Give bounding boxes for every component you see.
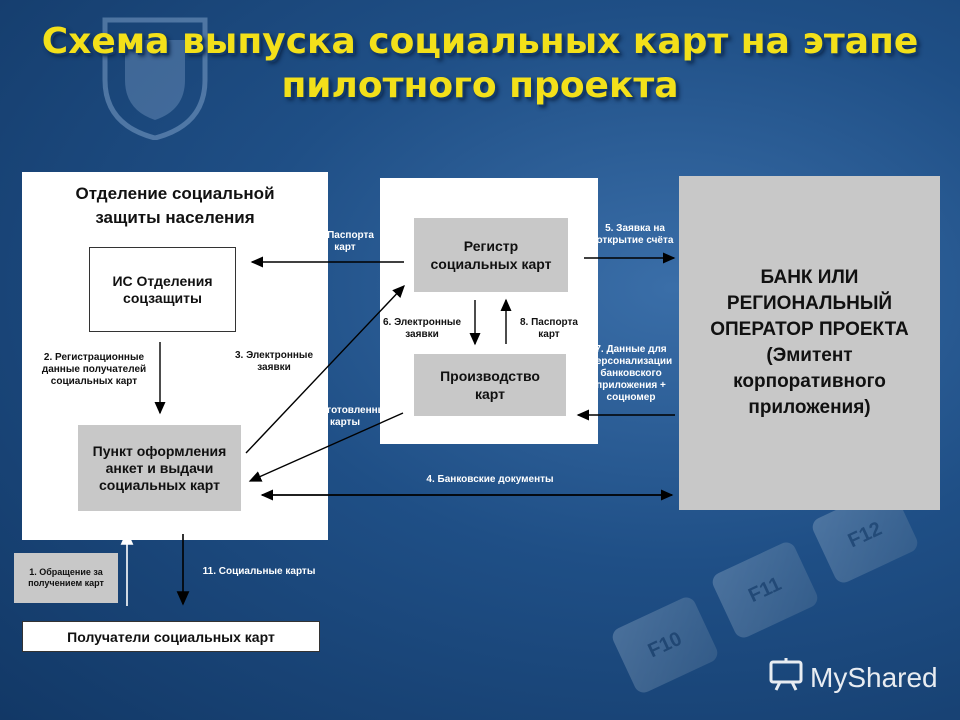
bank-panel — [679, 176, 940, 510]
label-8: 8. Паспорта карт — [519, 317, 578, 340]
label-5: 5. Заявка на открытие счёта — [596, 223, 674, 246]
is-box: ИС Отделения соцзащиты — [89, 247, 236, 332]
arrow-3 — [245, 284, 405, 454]
social-dept-panel: Отделение социальной защиты населения — [22, 172, 328, 540]
label-2: 2. Регистрационные данные получателей со… — [41, 352, 147, 387]
myshared-watermark: MyShared — [768, 656, 938, 699]
recipients-box: Получатели социальных карт — [22, 621, 320, 652]
production-box: Производство карт — [414, 354, 566, 416]
arrow-10 — [248, 412, 404, 482]
label-4: 4. Банковские документы — [426, 474, 554, 485]
registry-box: Регистр социальных карт — [414, 218, 568, 292]
social-dept-heading: Отделение социальной защиты населения — [75, 184, 275, 227]
bank-box: БАНК ИЛИ РЕГИОНАЛЬНЫЙ ОПЕРАТОР ПРОЕКТА (… — [710, 267, 909, 418]
label-10: 10. Изготовленные карты — [298, 405, 392, 428]
brand-name: MyShared — [810, 661, 938, 693]
label-9: 9. Паспорта карт — [315, 230, 374, 253]
slide-title: Схема выпуска социальных карт на этапе п… — [41, 21, 919, 106]
label-7: 7. Данные для персонализации банковского… — [589, 344, 673, 403]
label-1-box: 1. Обращение за получением карт — [14, 553, 118, 603]
label-11: 11. Социальные карты — [202, 566, 316, 577]
presentation-screen-icon — [768, 656, 804, 699]
label-3: 3. Электронные заявки — [234, 350, 314, 373]
coat-of-arms-watermark-icon — [95, 10, 215, 141]
point-box: Пункт оформления анкет и выдачи социальн… — [78, 425, 241, 511]
label-6: 6. Электронные заявки — [382, 317, 462, 340]
